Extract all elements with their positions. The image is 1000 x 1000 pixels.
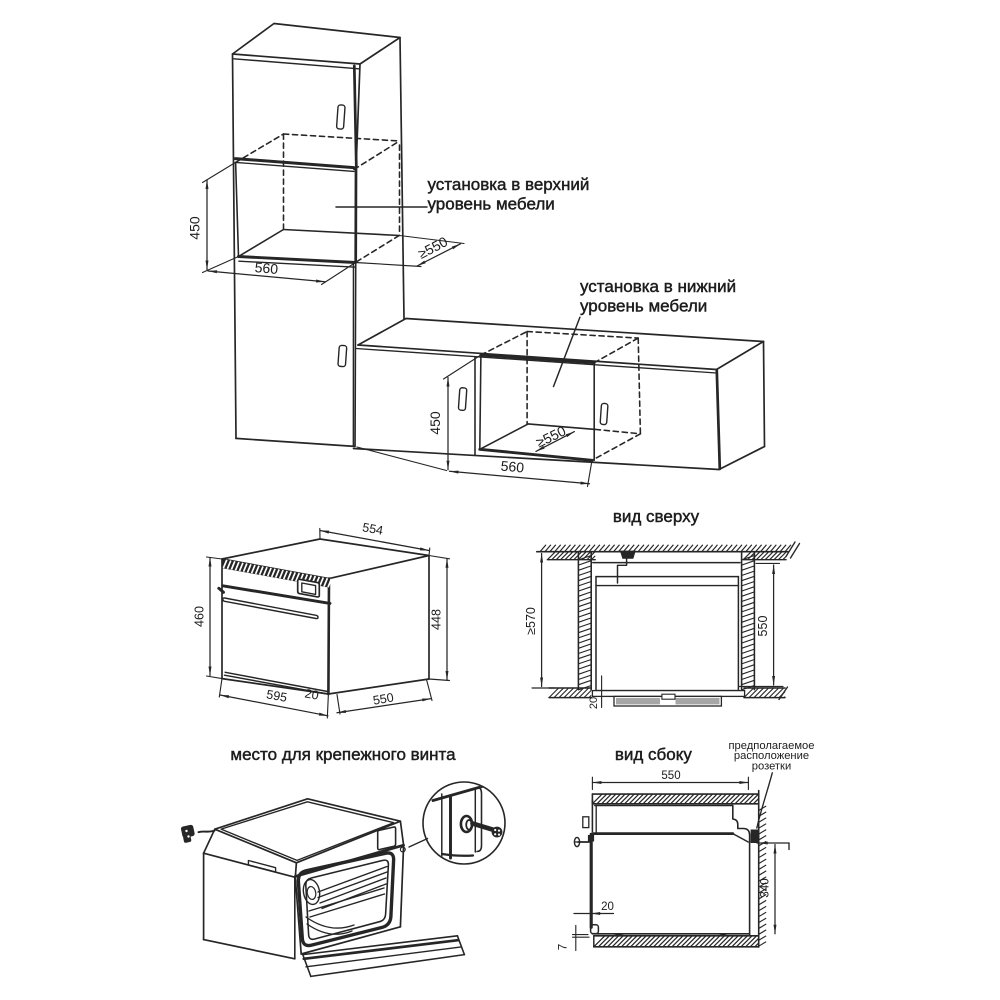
svg-text:розетки: розетки <box>752 761 791 773</box>
svg-text:предполагаемое: предполагаемое <box>729 740 815 752</box>
svg-text:448: 448 <box>430 609 444 630</box>
svg-text:вид сверху: вид сверху <box>613 507 700 526</box>
svg-text:7: 7 <box>558 944 570 950</box>
svg-text:место для крепежного винта: место для крепежного винта <box>230 745 456 764</box>
svg-text:460: 460 <box>193 606 207 627</box>
svg-text:550: 550 <box>372 690 395 707</box>
svg-text:340: 340 <box>760 878 772 897</box>
svg-text:595: 595 <box>265 687 288 705</box>
svg-text:554: 554 <box>361 520 384 538</box>
svg-text:расположение: расположение <box>734 750 809 762</box>
svg-text:≥570: ≥570 <box>524 607 538 635</box>
svg-text:560: 560 <box>500 458 525 476</box>
svg-text:450: 450 <box>427 411 443 435</box>
svg-text:550: 550 <box>661 770 680 782</box>
svg-text:20: 20 <box>304 686 320 702</box>
svg-text:550: 550 <box>756 616 770 637</box>
svg-text:установка в верхний: установка в верхний <box>428 175 590 194</box>
svg-text:≥550: ≥550 <box>533 422 568 450</box>
svg-text:20: 20 <box>588 697 600 709</box>
svg-text:вид сбоку: вид сбоку <box>615 745 692 764</box>
svg-text:уровень мебели: уровень мебели <box>428 195 555 214</box>
svg-text:20: 20 <box>601 901 614 913</box>
svg-text:560: 560 <box>254 259 279 277</box>
svg-text:уровень мебели: уровень мебели <box>580 297 707 316</box>
svg-text:450: 450 <box>187 216 203 240</box>
svg-text:установка в нижний: установка в нижний <box>580 277 736 296</box>
